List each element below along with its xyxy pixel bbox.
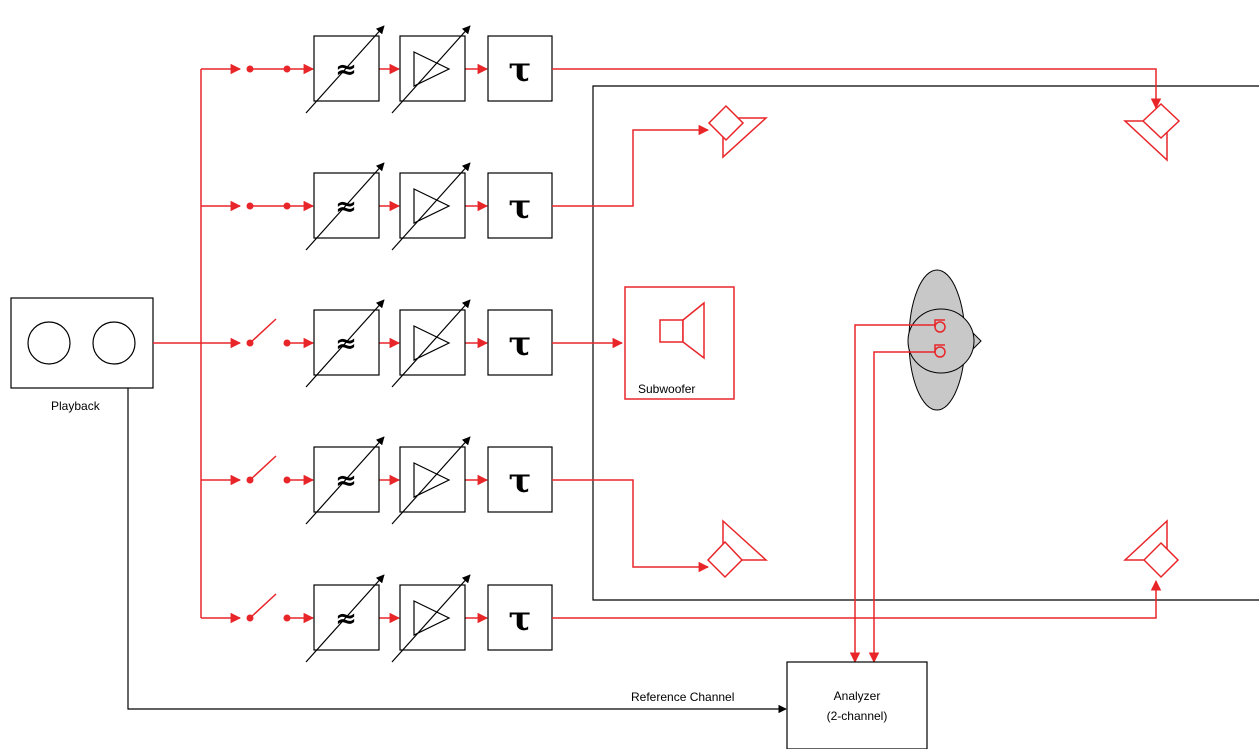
delay-symbol: τ — [509, 50, 532, 90]
equalizer-filter: ≈ — [305, 574, 385, 663]
channel-5: ≈τ — [246, 574, 553, 663]
analyzer-label-line1: Analyzer — [834, 689, 881, 703]
channel-4: ≈τ — [246, 436, 553, 525]
analyzer-label-line2: (2-channel) — [827, 709, 888, 723]
delay-block: τ — [487, 309, 553, 376]
delay-block: τ — [487, 172, 553, 239]
front-right-speaker-icon — [1123, 102, 1181, 162]
playback-device — [10, 297, 154, 389]
delay-block: τ — [487, 35, 553, 102]
rear-right-speaker-icon — [1123, 519, 1180, 579]
reference-channel-label: Reference Channel — [631, 690, 734, 704]
measurement-lines — [849, 324, 935, 664]
delay-symbol: τ — [509, 187, 532, 227]
amplifier-triangle-icon — [413, 51, 451, 87]
delay-symbol: τ — [509, 324, 532, 364]
gain-amplifier — [391, 25, 471, 114]
tape-reel-left-icon — [27, 321, 71, 365]
gain-amplifier — [391, 574, 471, 663]
reference-channel-line — [127, 388, 787, 714]
switch-open-icon — [246, 593, 291, 622]
gain-amplifier — [391, 162, 471, 251]
switch-open-icon — [246, 318, 291, 347]
tape-reel-right-icon — [92, 321, 136, 365]
switch-closed-icon — [246, 202, 291, 210]
delay-block: τ — [487, 446, 553, 513]
delay-symbol: τ — [509, 461, 532, 501]
channel-chains: ≈τ≈τ≈τ≈τ≈τ — [246, 25, 553, 663]
gain-amplifier — [391, 299, 471, 388]
channel-2: ≈τ — [246, 162, 553, 251]
equalizer-filter: ≈ — [305, 299, 385, 388]
front-left-speaker-icon — [707, 104, 768, 159]
switch-closed-icon — [246, 65, 291, 73]
amplifier-triangle-icon — [413, 600, 451, 636]
amplifier-triangle-icon — [413, 462, 451, 498]
subwoofer — [624, 286, 735, 400]
channel-1: ≈τ — [246, 25, 553, 114]
analyzer-box — [786, 661, 928, 749]
amplifier-triangle-icon — [413, 188, 451, 224]
output-routing — [552, 68, 1162, 619]
rear-left-speaker-icon — [706, 519, 768, 579]
channel-3: ≈τ — [246, 299, 553, 388]
delay-symbol: τ — [509, 599, 532, 639]
listener-head-icon — [907, 269, 982, 411]
equalizer-filter: ≈ — [305, 436, 385, 525]
delay-block: τ — [487, 584, 553, 651]
amplifier-triangle-icon — [413, 325, 451, 361]
subwoofer-label: Subwoofer — [638, 382, 695, 396]
equalizer-filter: ≈ — [305, 25, 385, 114]
equalizer-filter: ≈ — [305, 162, 385, 251]
subwoofer-speaker-icon — [659, 319, 684, 343]
switch-open-icon — [246, 455, 291, 484]
gain-amplifier — [391, 436, 471, 525]
distribution-bus — [153, 63, 242, 624]
playback-label: Playback — [51, 399, 101, 413]
